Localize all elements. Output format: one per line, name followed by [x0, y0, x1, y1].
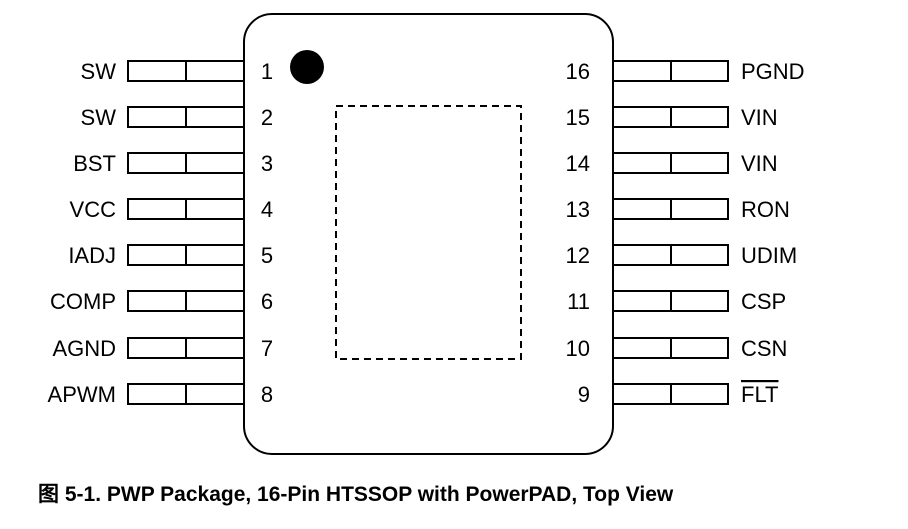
right-pin-name-3: VIN: [741, 151, 778, 176]
left-pin-number-3: 3: [261, 151, 273, 176]
right-pin-number-3: 14: [566, 151, 590, 176]
caption-prefix: 图: [38, 483, 59, 506]
figure-caption: 图 5-1. PWP Package, 16-Pin HTSSOP with P…: [38, 478, 673, 508]
exposed-thermal-pad: [335, 105, 522, 360]
right-pin-name-8: FLT: [741, 382, 778, 407]
left-pin-number-6: 6: [261, 289, 273, 314]
right-pin-number-7: 10: [566, 336, 590, 361]
caption-text: 5-1. PWP Package, 16-Pin HTSSOP with Pow…: [64, 483, 674, 506]
right-pin-number-1: 16: [566, 59, 590, 84]
right-pin-name-6: CSP: [741, 289, 786, 314]
left-pin-number-2: 2: [261, 105, 273, 130]
left-pin-number-1: 1: [261, 59, 273, 84]
left-pin-number-7: 7: [261, 336, 273, 361]
right-pin-name-2: VIN: [741, 105, 778, 130]
left-pin-name-4: VCC: [70, 197, 117, 222]
left-pin-name-2: SW: [81, 105, 117, 130]
right-pin-number-5: 12: [566, 243, 590, 268]
right-pin-name-1: PGND: [741, 59, 805, 84]
pin1-marker-dot: [290, 50, 324, 84]
right-pin-number-8: 9: [578, 382, 590, 407]
left-pin-name-7: AGND: [52, 336, 116, 361]
right-pin-name-7: CSN: [741, 336, 787, 361]
right-pin-number-4: 13: [566, 197, 590, 222]
right-pin-name-4: RON: [741, 197, 790, 222]
left-pin-name-5: IADJ: [68, 243, 116, 268]
left-pin-number-4: 4: [261, 197, 273, 222]
right-pin-name-5: UDIM: [741, 243, 797, 268]
right-pin-number-2: 15: [566, 105, 590, 130]
right-pin-number-6: 11: [567, 289, 590, 314]
left-pin-number-5: 5: [261, 243, 273, 268]
left-pin-name-1: SW: [81, 59, 117, 84]
left-pin-name-8: APWM: [48, 382, 116, 407]
left-pin-name-3: BST: [73, 151, 116, 176]
left-pin-name-6: COMP: [50, 289, 116, 314]
left-pin-number-8: 8: [261, 382, 273, 407]
